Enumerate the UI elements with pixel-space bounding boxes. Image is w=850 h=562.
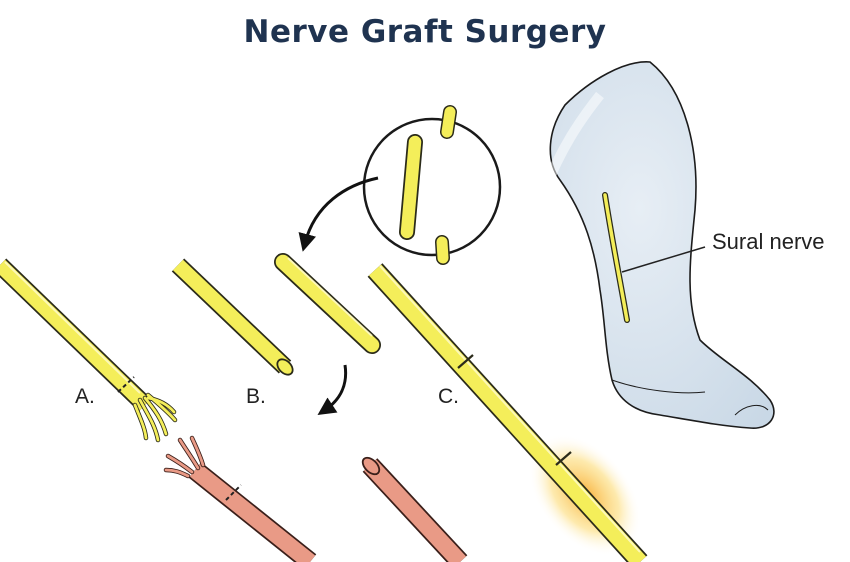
nerve-a (0, 258, 178, 443)
graft-harvest-arrow (298, 176, 379, 252)
page-title: Nerve Graft Surgery (243, 14, 607, 50)
damaged-nerve-a (163, 435, 317, 562)
leg-illustration: Sural nerve (540, 61, 825, 429)
label-c: C. (438, 385, 459, 408)
graft-placement-arrow (317, 364, 348, 415)
label-b: B. (246, 385, 266, 408)
nerve-graft-segment (274, 253, 381, 354)
sural-nerve-path (603, 193, 629, 322)
magnifier-circle (362, 105, 502, 265)
leg-shape (549, 61, 775, 429)
sural-nerve-label: Sural nerve (712, 229, 825, 254)
damaged-nerve-b (361, 456, 468, 562)
nerve-c-repaired (367, 263, 648, 562)
nerve-b-proximal (171, 258, 294, 376)
label-a: A. (75, 385, 95, 408)
sural-nerve-leader-line (621, 246, 706, 273)
